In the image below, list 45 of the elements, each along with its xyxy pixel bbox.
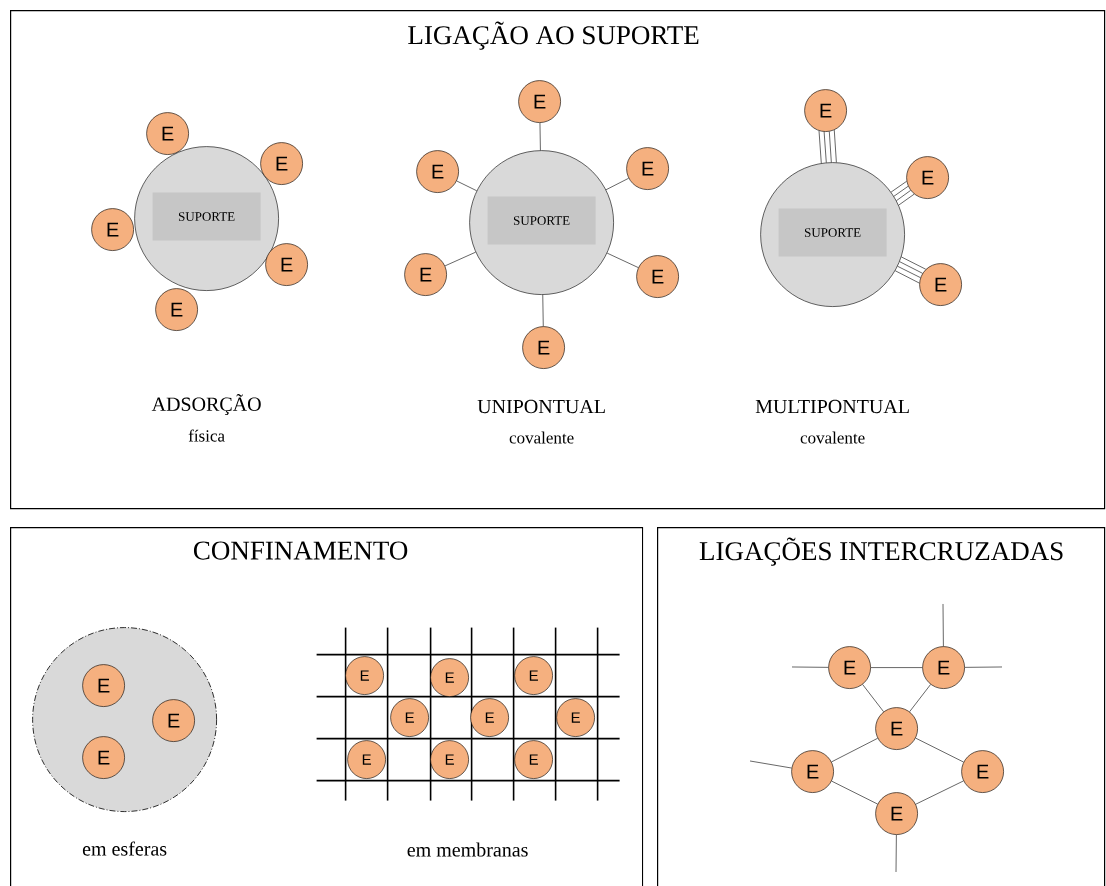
link-line	[749, 760, 792, 769]
link-line	[894, 270, 920, 284]
link-line	[942, 603, 944, 647]
link-line	[901, 256, 927, 270]
node-label: ADSORÇÃO	[151, 394, 261, 416]
link-line	[539, 122, 541, 151]
link-line	[833, 129, 837, 163]
link-line	[862, 684, 884, 712]
panel	[10, 527, 644, 886]
node-label: em esferas	[82, 841, 167, 856]
node-label: física	[188, 429, 225, 442]
link-line	[791, 666, 829, 668]
link-line	[890, 181, 907, 193]
link-line	[444, 251, 476, 267]
link-line	[823, 131, 827, 163]
link-line	[893, 185, 909, 197]
link-line	[831, 780, 878, 805]
link-line	[605, 177, 629, 191]
panel-title: LIGAÇÃO AO SUPORTE	[408, 21, 699, 50]
node-label: UNIPONTUAL	[477, 399, 605, 414]
link-line	[456, 180, 477, 192]
node-label: covalente	[800, 431, 865, 444]
link-line	[898, 193, 915, 206]
panel-title: LIGAÇÕES INTERCRUZADAS	[699, 537, 1063, 566]
link-line	[831, 738, 878, 763]
panel	[10, 10, 1106, 510]
link-line	[895, 834, 897, 873]
link-line	[870, 667, 923, 668]
link-line	[964, 666, 1003, 668]
link-line	[818, 130, 822, 164]
link-line	[915, 737, 964, 763]
link-line	[542, 294, 544, 327]
node-label: MULTIPONTUAL	[755, 399, 909, 414]
link-line	[897, 265, 921, 278]
link-line	[829, 131, 832, 163]
link-line	[915, 780, 964, 805]
link-line	[896, 190, 911, 201]
link-line	[606, 252, 639, 268]
panel-title: CONFINAMENTO	[193, 541, 408, 560]
link-line	[909, 684, 931, 712]
membrane-grid	[315, 626, 621, 802]
node-label: covalente	[509, 431, 574, 444]
panel	[657, 527, 1106, 886]
link-line	[899, 261, 923, 274]
node-label: em membranas	[407, 842, 528, 857]
